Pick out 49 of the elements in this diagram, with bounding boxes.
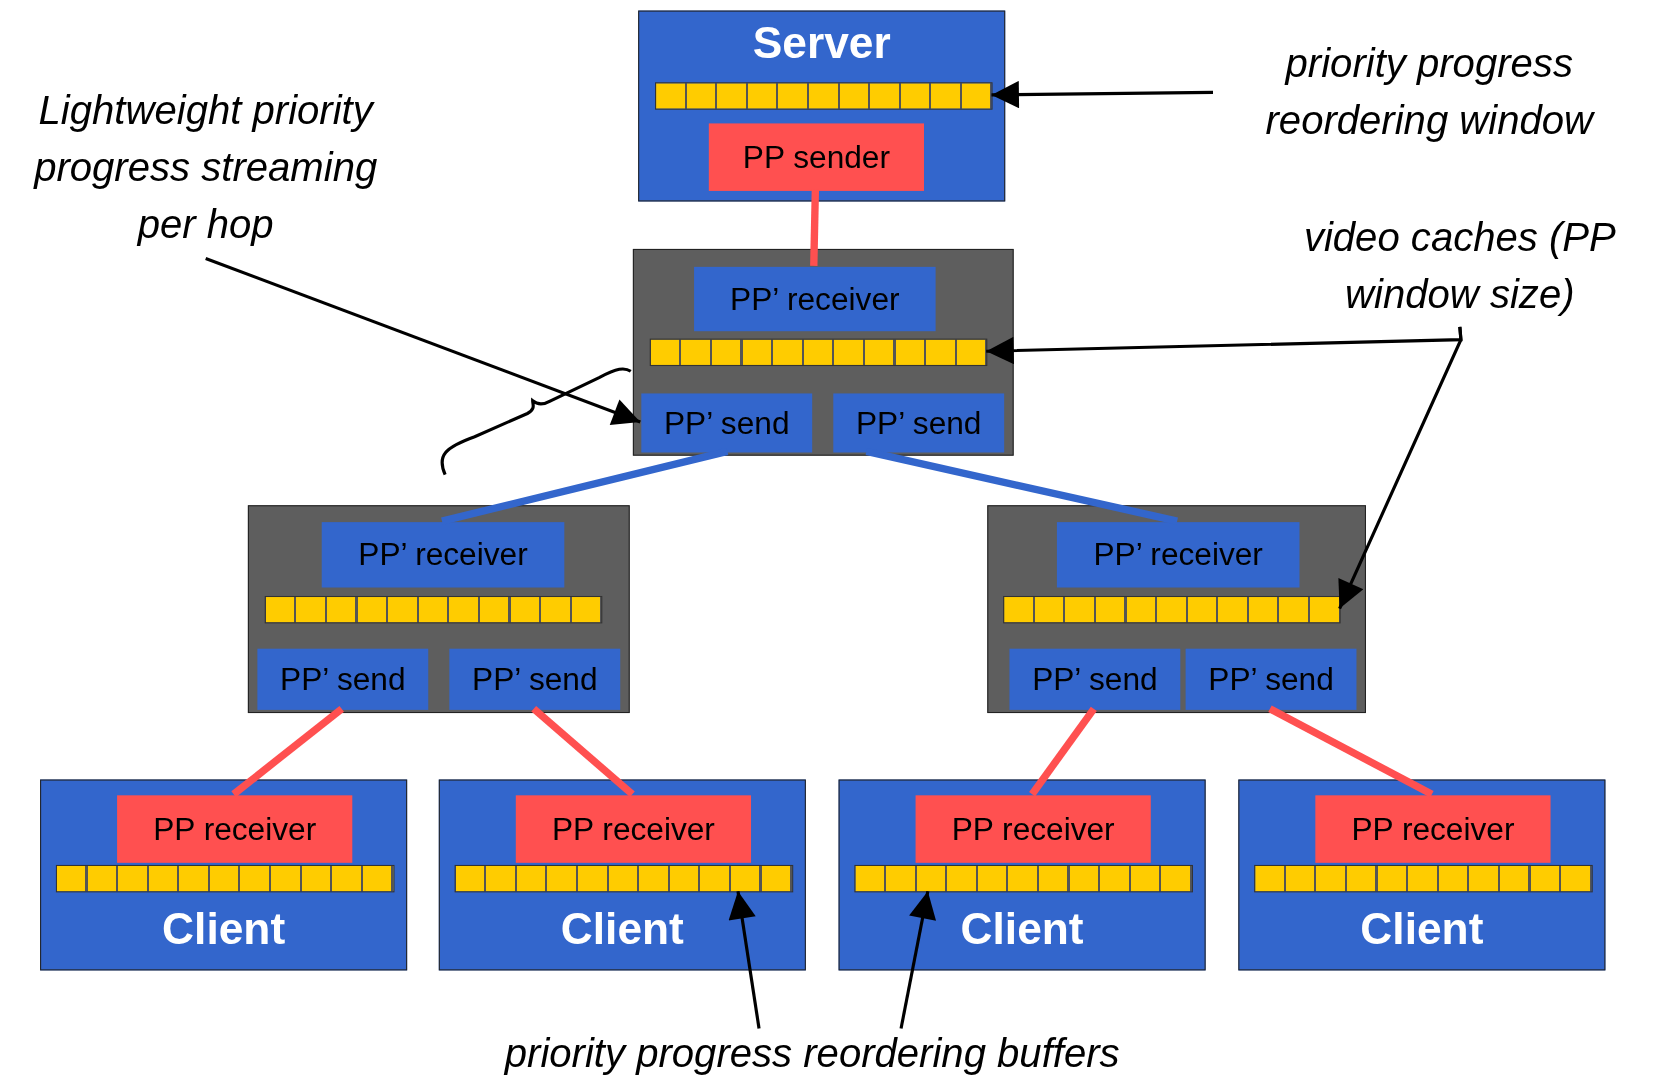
annotation-text: priority progress reordering buffers [432,1028,1192,1081]
connection-line [531,706,635,798]
module-box: PP’ send [257,648,429,710]
node-title: Server [751,17,892,69]
connection-line [810,189,820,266]
client-box [1238,779,1606,971]
buffer-bar [854,864,1193,893]
module-box: PP sender [708,123,924,191]
client-box [40,779,408,971]
buffer-bar [454,864,794,893]
router-box [987,505,1366,714]
buffer-bar [1254,864,1593,893]
module-box: PP’ send [1009,648,1181,710]
router-box [247,505,630,714]
client-box [838,779,1206,971]
annotation-text: priority progress reordering window [1213,31,1646,153]
connection-line [1268,705,1434,798]
leader-arrow [1338,326,1463,610]
module-box: PP receiver [1315,795,1551,863]
leader-arrow [899,891,937,1029]
module-box: PP’ send [641,393,813,453]
buffer-bar [1003,595,1341,624]
module-box: PP receiver [915,795,1151,863]
connection-line [231,705,345,798]
module-box: PP receiver [515,795,751,863]
module-box: PP receiver [117,795,353,863]
leader-arrow [991,80,1214,109]
module-box: PP’ receiver [321,522,565,588]
node-title: Client [161,903,287,955]
annotation-text: video caches (PP window size) [1265,206,1654,327]
leader-arrow [728,891,761,1029]
node-title: Client [559,903,685,955]
leader-arrow [205,256,641,426]
module-box: PP’ receiver [694,266,936,332]
module-box: PP’ receiver [1056,522,1300,588]
module-box: PP’ send [449,648,621,710]
annotation-text: Lightweight priority progress streaming per hop [0,79,412,259]
connection-line [1029,706,1097,797]
buffer-bar [649,338,988,366]
node-title: Client [1359,903,1485,955]
node-title: Client [959,903,1085,955]
buffer-bar [55,864,395,893]
module-box: PP’ send [1185,648,1357,710]
buffer-bar [264,595,603,624]
buffer-bar [655,82,993,110]
router-box [632,248,1014,456]
server-box [638,10,1006,202]
client-box [438,779,806,971]
module-box: PP’ send [833,393,1005,453]
